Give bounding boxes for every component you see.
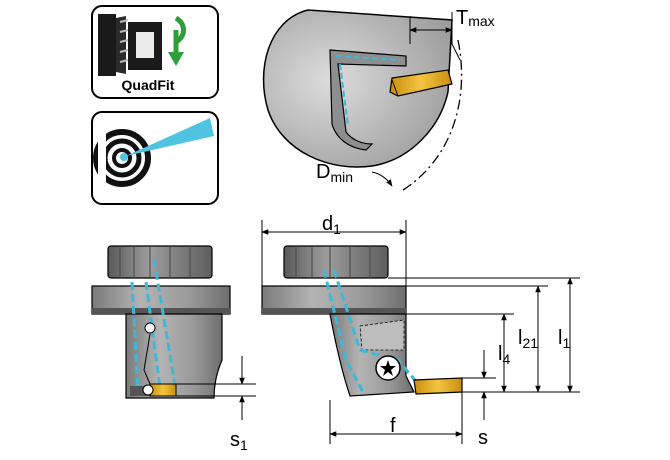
d1-label: d1 (322, 213, 341, 237)
l21-label: l21 (518, 327, 538, 351)
quadfit-icon-panel: QuadFit (91, 5, 219, 99)
s-label: s (478, 427, 488, 449)
insert-side-view (149, 383, 177, 397)
tool-front-view: d1 l1 l21 l4 s f (261, 213, 580, 449)
quadfit-label: QuadFit (122, 77, 175, 93)
d-min-label: Dmin (316, 161, 353, 185)
workpiece-section-view: Tmax Dmin (262, 7, 495, 193)
insert-front-view (413, 377, 463, 395)
l4-label: l4 (498, 343, 510, 367)
l1-label: l1 (558, 327, 570, 351)
f-label: f (390, 415, 396, 437)
t-max-label: Tmax (456, 7, 495, 29)
coolant-jet-icon (126, 118, 214, 156)
s1-label: s1 (230, 429, 248, 453)
internal-coolant-icon (93, 118, 214, 187)
insert-top-view (389, 69, 453, 97)
coolant-icon-panel (91, 111, 219, 205)
tool-side-view: s1 (91, 245, 256, 453)
quadfit-clamping-icon (98, 14, 186, 76)
